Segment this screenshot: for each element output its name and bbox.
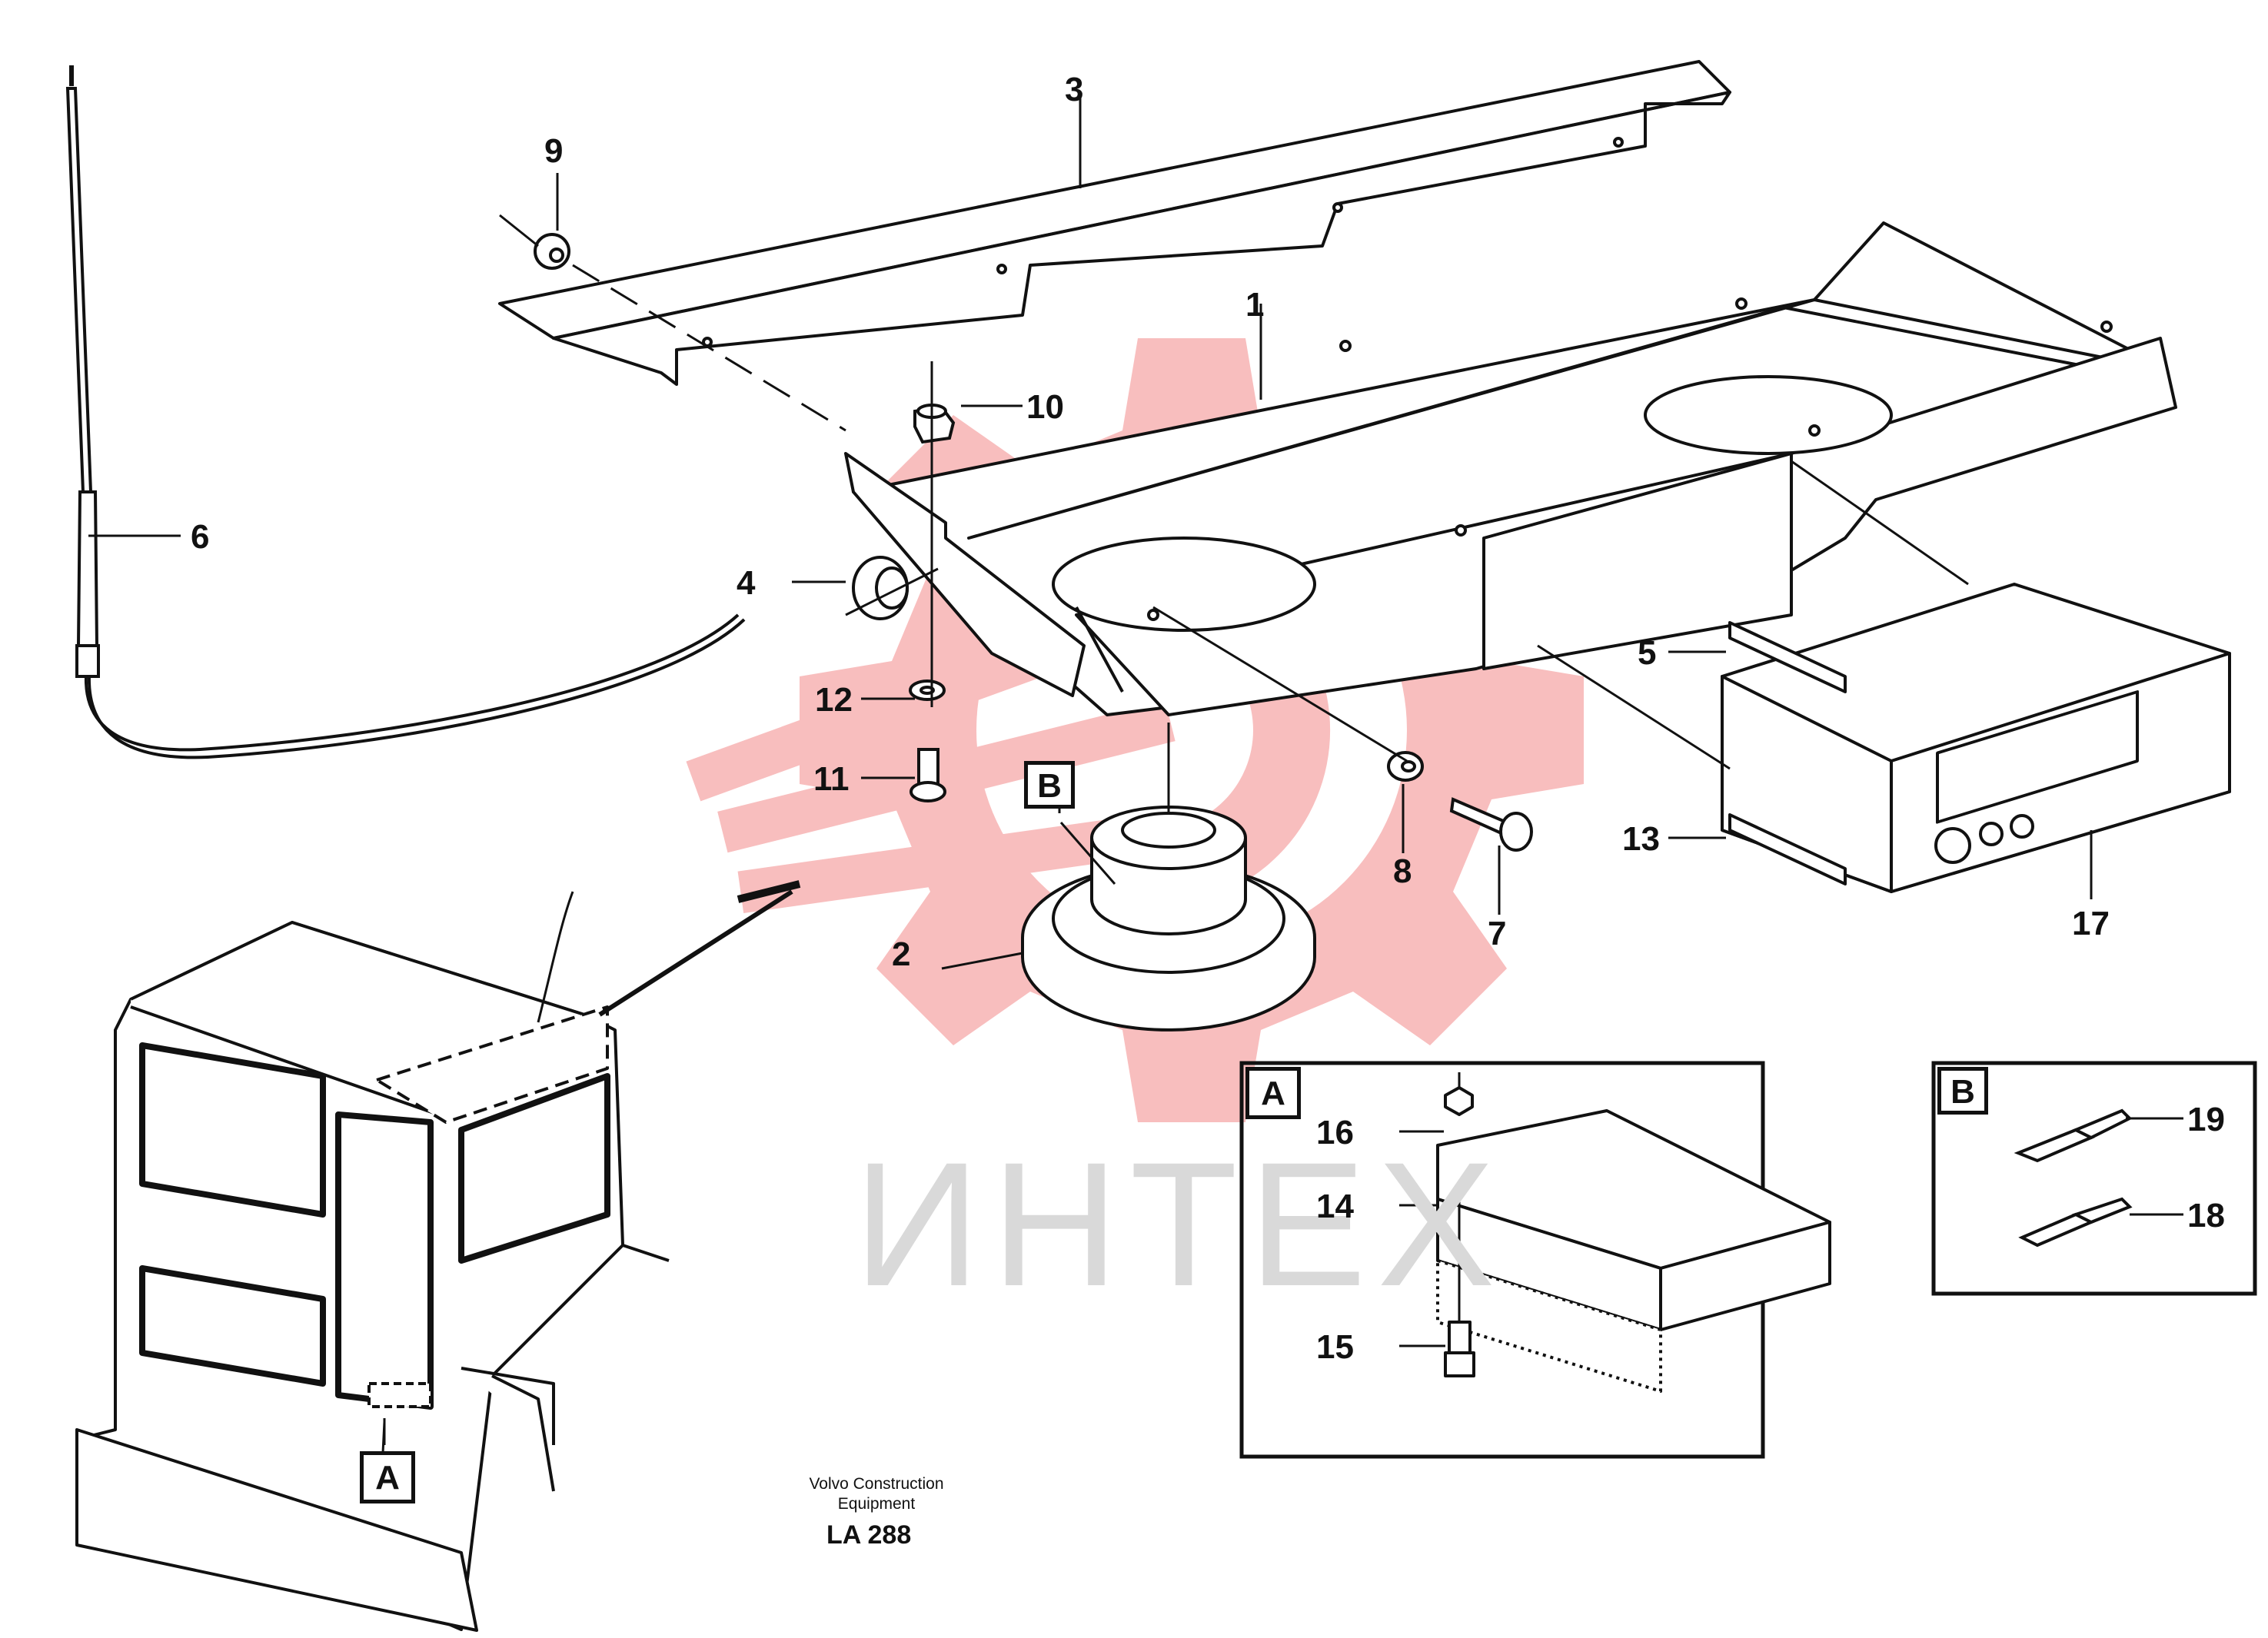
top-rail-drawing: [498, 60, 1731, 386]
part-label-6: 6: [191, 518, 210, 556]
part-label-18: 18: [2187, 1197, 2225, 1234]
leader-lines: [499, 214, 1969, 770]
speaker-drawing: [1021, 723, 1316, 1032]
part-label-19: 19: [2187, 1101, 2225, 1138]
part-label-16: 16: [1316, 1114, 1354, 1151]
part-label-14: 14: [1316, 1188, 1354, 1225]
part-label-13: 13: [1622, 820, 1660, 858]
console-tray-drawing: [844, 221, 2177, 716]
part-label-10: 10: [1026, 388, 1064, 426]
cab-overview-drawing: [75, 880, 801, 1632]
detail-b-panel: [1931, 1061, 2257, 1296]
part-label-17: 17: [2072, 905, 2110, 942]
label-ticks: [88, 92, 2183, 1445]
detail-ref-a-panel-header: A: [1245, 1067, 1301, 1119]
radio-unit-drawing: [1721, 583, 2231, 893]
part-label-2: 2: [892, 935, 911, 973]
company-name-line2: Equipment: [837, 1495, 916, 1513]
watermark-text: ИНТЕХ: [853, 1125, 1506, 1323]
detail-ref-a-cab: A: [360, 1451, 415, 1503]
amplifier-module-drawing: [1436, 1072, 1831, 1393]
part-label-8: 8: [1393, 852, 1412, 890]
part-label-11: 11: [813, 760, 850, 798]
part-label-7: 7: [1488, 915, 1507, 952]
connector-terminals-drawing: [2014, 1108, 2133, 1248]
part-label-3: 3: [1065, 71, 1084, 108]
detail-ref-b-panel-header: B: [1937, 1067, 1988, 1115]
part-label-12: 12: [815, 681, 853, 719]
drawing-code: LA 288: [826, 1520, 912, 1550]
fasteners-drawing: [534, 233, 1533, 852]
part-label-1: 1: [1245, 286, 1265, 324]
part-label-9: 9: [544, 132, 564, 170]
detail-ref-b-speaker: B: [1024, 761, 1075, 809]
part-label-4: 4: [737, 564, 756, 602]
part-label-5: 5: [1638, 634, 1657, 672]
antenna-drawing: [65, 65, 746, 759]
part-label-15: 15: [1316, 1328, 1354, 1366]
company-name-line1: Volvo Construction: [809, 1475, 944, 1493]
